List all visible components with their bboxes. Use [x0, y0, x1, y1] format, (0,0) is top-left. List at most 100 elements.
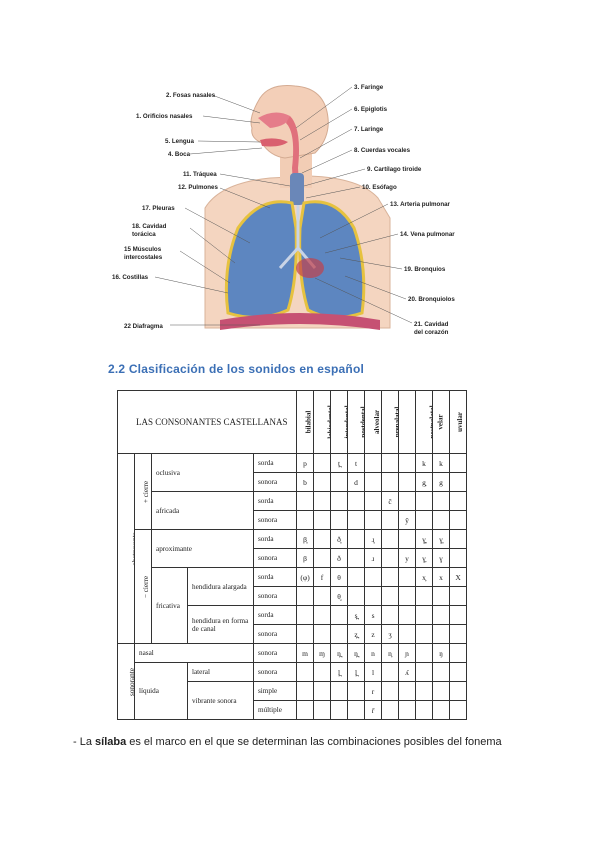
- label-vena: 14. Vena pulmonar: [400, 231, 455, 238]
- group-mas-cierre: + cierre: [134, 453, 152, 530]
- cell: [330, 681, 349, 701]
- cell: [347, 529, 366, 549]
- cell: [415, 605, 434, 625]
- cell: [415, 624, 434, 644]
- cell: [296, 624, 315, 644]
- cell: ʒ: [381, 624, 400, 644]
- label-epiglotis: 6. Epiglotis: [354, 106, 388, 113]
- cell: ɣ: [432, 548, 451, 568]
- respiratory-system-diagram: 2. Fosas nasales 1. Orificios nasales 5.…: [110, 78, 490, 340]
- cell: [347, 548, 366, 568]
- label-cuerdas-vocales: 8. Cuerdas vocales: [354, 147, 411, 154]
- cell: [330, 624, 349, 644]
- cell: [347, 586, 366, 606]
- label-bronquios: 19. Bronquios: [404, 266, 446, 273]
- label-musculos-2: intercostales: [124, 254, 163, 261]
- cell: [347, 491, 366, 511]
- cell: [381, 548, 400, 568]
- group-sonorante: sonorante: [117, 643, 135, 720]
- label-arteria: 13. Arteria pulmonar: [390, 201, 451, 208]
- cell: g̟: [415, 472, 434, 492]
- cell: [381, 510, 400, 530]
- cell: r̄: [364, 700, 383, 720]
- cell: [330, 472, 349, 492]
- cell: [313, 453, 332, 473]
- label-laringe: 7. Laringe: [354, 126, 384, 133]
- cell: l̪: [347, 662, 366, 682]
- row-label-oclusiva: oclusiva: [151, 453, 254, 492]
- cell: [381, 681, 400, 701]
- row-label-vibrante: vibrante sonora: [187, 681, 254, 720]
- group-menos-cierre: − cierre: [134, 529, 152, 644]
- row-vibrante-multiple: múltiple r̄: [118, 700, 468, 720]
- cell: [330, 510, 349, 530]
- cell: [449, 643, 468, 663]
- cell: [432, 624, 451, 644]
- cell: [449, 624, 468, 644]
- cell: [398, 586, 417, 606]
- row-label-sorda: sorda: [252, 605, 298, 625]
- cell: [330, 491, 349, 511]
- cell: [313, 586, 332, 606]
- cell: θ̬: [330, 586, 349, 606]
- cell: g: [432, 472, 451, 492]
- cell: [415, 700, 434, 720]
- label-cartilago: 9. Cartílago tiroide: [367, 166, 422, 173]
- cell: [347, 700, 366, 720]
- cell: [296, 605, 315, 625]
- cell: ĉ: [381, 491, 400, 511]
- col-uvular: uvular: [449, 390, 468, 454]
- cell: [313, 472, 332, 492]
- label-cavidad-toracica: 18. Cavidad: [132, 223, 167, 230]
- cell: [313, 624, 332, 644]
- col-alveolar: alveolar: [364, 390, 383, 454]
- cell: θ: [330, 567, 349, 587]
- cell: y: [398, 548, 417, 568]
- cell: [296, 700, 315, 720]
- cell: β̥: [296, 529, 315, 549]
- cell: [432, 491, 451, 511]
- cell: X: [449, 567, 468, 587]
- cell: [432, 586, 451, 606]
- row-label-sorda: sorda: [252, 529, 298, 549]
- cell: [449, 700, 468, 720]
- cell: [432, 681, 451, 701]
- cell: t: [347, 453, 366, 473]
- cell: f: [313, 567, 332, 587]
- label-fosas-nasales: 2. Fosas nasales: [166, 92, 216, 99]
- cell: [381, 453, 400, 473]
- cell: k: [432, 453, 451, 473]
- cell: [415, 491, 434, 511]
- cell: [313, 662, 332, 682]
- cell: [398, 472, 417, 492]
- cell: x: [432, 567, 451, 587]
- cell: [398, 453, 417, 473]
- cell: [364, 491, 383, 511]
- cell: [381, 700, 400, 720]
- cell: [296, 491, 315, 511]
- label-faringe: 3. Faringe: [354, 84, 384, 91]
- cell: [449, 605, 468, 625]
- cell: [313, 510, 332, 530]
- label-cavidad-corazon: 21. Cavidad: [414, 321, 449, 328]
- cell: s̪: [347, 605, 366, 625]
- cell: β: [296, 548, 315, 568]
- cell: z: [364, 624, 383, 644]
- cell: [449, 491, 468, 511]
- cell: [415, 643, 434, 663]
- row-label-lateral: lateral: [187, 662, 254, 682]
- row-vibrante-simple: vibrante sonora simple r: [118, 681, 468, 720]
- cell: x̟: [415, 567, 434, 587]
- cell: [415, 662, 434, 682]
- cell: [381, 529, 400, 549]
- col-velar: velar: [432, 390, 451, 454]
- cell: ð: [330, 548, 349, 568]
- cell: [398, 529, 417, 549]
- cell: [398, 681, 417, 701]
- row-label-sonora: sonora: [252, 548, 298, 568]
- note-suffix: es el marco en el que se determinan las …: [126, 736, 502, 748]
